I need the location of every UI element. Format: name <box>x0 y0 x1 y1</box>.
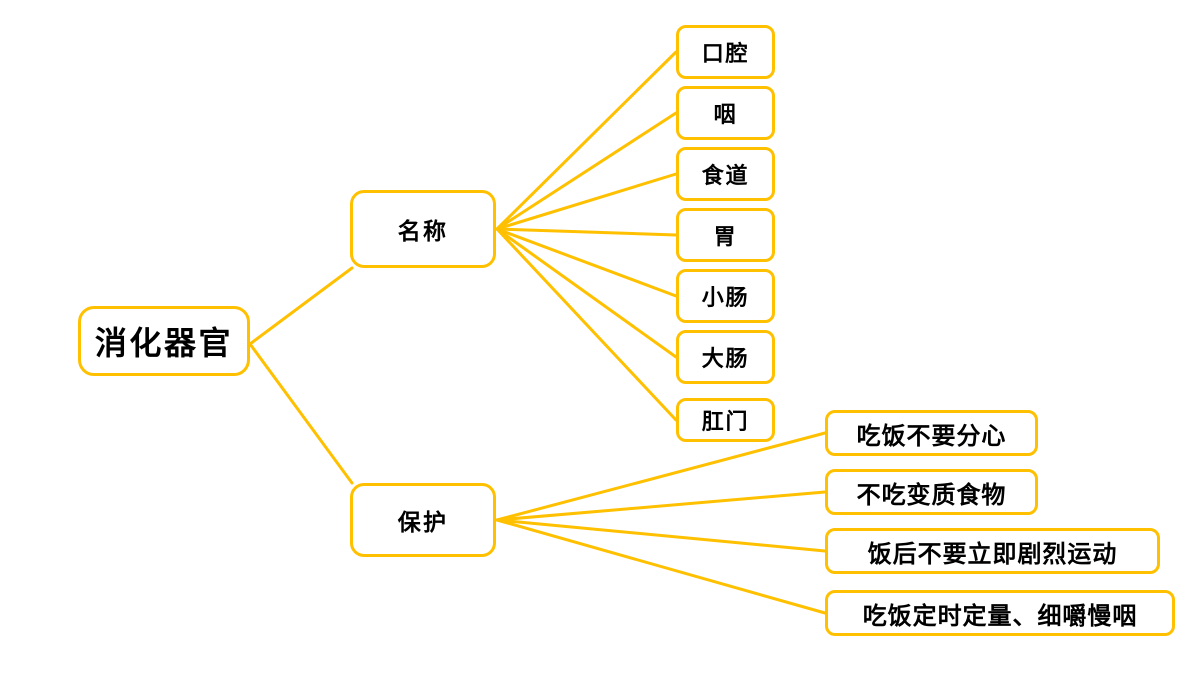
node-leaf-label: 小肠 <box>701 285 750 310</box>
node-leaf-label: 口腔 <box>701 41 750 66</box>
node-leaf-label: 大肠 <box>701 346 750 371</box>
edge-protection-to-leaf-1 <box>495 490 827 522</box>
node-leaf-label: 咽 <box>713 102 738 127</box>
edge-names-to-leaf-2 <box>495 172 678 231</box>
node-leaf-protection-0[interactable]: 吃饭不要分心 <box>825 410 1038 456</box>
node-leaf-names-6[interactable]: 肛门 <box>676 398 775 442</box>
node-leaf-label: 吃饭不要分心 <box>856 423 1007 450</box>
node-branch-names-label: 名称 <box>397 219 449 244</box>
node-leaf-label: 肛门 <box>701 409 750 434</box>
edge-names-to-leaf-3 <box>495 227 678 237</box>
edge-protection-to-leaf-0 <box>495 431 827 522</box>
node-leaf-names-0[interactable]: 口腔 <box>676 25 775 79</box>
edge-names-to-leaf-4 <box>495 227 678 298</box>
edge-names-to-leaf-6 <box>495 227 678 422</box>
edge-names-to-leaf-1 <box>495 111 678 231</box>
node-root[interactable]: 消化器官 <box>78 306 250 376</box>
node-leaf-names-4[interactable]: 小肠 <box>676 269 775 323</box>
node-branch-names[interactable]: 名称 <box>350 190 496 268</box>
node-leaf-label: 胃 <box>713 224 738 249</box>
edge-names-to-leaf-0 <box>495 50 678 231</box>
node-leaf-names-5[interactable]: 大肠 <box>676 330 775 384</box>
edge-protection-to-leaf-2 <box>495 518 827 553</box>
node-leaf-names-3[interactable]: 胃 <box>676 208 775 262</box>
node-branch-protection-label: 保护 <box>397 510 449 535</box>
node-branch-protection[interactable]: 保护 <box>350 483 496 557</box>
node-root-label: 消化器官 <box>94 325 234 361</box>
node-leaf-label: 不吃变质食物 <box>856 482 1007 509</box>
node-leaf-names-2[interactable]: 食道 <box>676 147 775 201</box>
node-leaf-protection-1[interactable]: 不吃变质食物 <box>825 469 1038 515</box>
edge-root-to-names <box>248 266 354 346</box>
node-leaf-label: 食道 <box>701 163 750 188</box>
node-leaf-protection-2[interactable]: 饭后不要立即剧烈运动 <box>825 528 1160 574</box>
node-leaf-label: 吃饭定时定量、细嚼慢咽 <box>862 603 1138 630</box>
edge-root-to-protection <box>248 342 354 485</box>
node-leaf-names-1[interactable]: 咽 <box>676 86 775 140</box>
edge-protection-to-leaf-3 <box>495 518 827 615</box>
edge-names-to-leaf-5 <box>495 227 678 359</box>
node-leaf-label: 饭后不要立即剧烈运动 <box>867 541 1118 568</box>
node-leaf-protection-3[interactable]: 吃饭定时定量、细嚼慢咽 <box>825 590 1175 636</box>
